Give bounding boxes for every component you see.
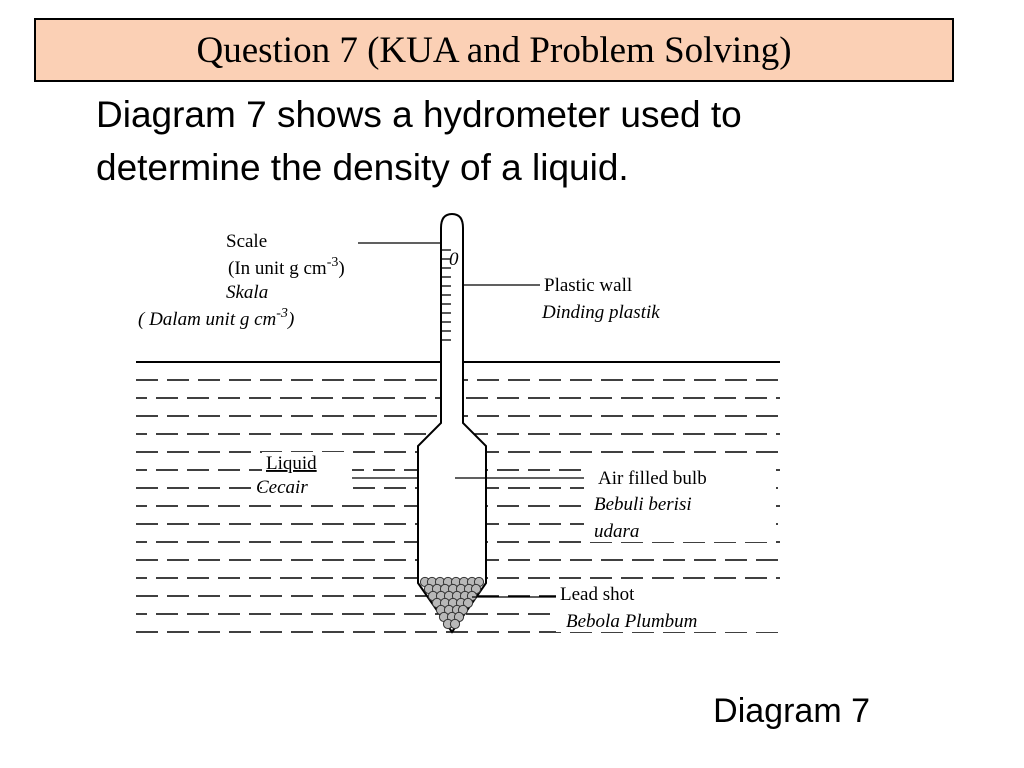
label-plastic-wall: Plastic wall [544,275,632,296]
label-skala: Skala [226,282,268,303]
scale-zero-mark: 0 [449,249,459,270]
intro-line-2: determine the density of a liquid. [96,147,629,188]
label-bebuli-berisi: Bebuli berisi [594,494,692,515]
label-lead-shot: Lead shot [560,584,635,605]
label-bebola-plumbum: Bebola Plumbum [566,611,697,632]
hydrometer-body [417,212,487,634]
label-skala-unit-exp: -3 [276,306,288,321]
lead-shot-ball [449,618,461,630]
label-scale-unit: (In unit g cm-3) [228,255,345,279]
label-cecair: Cecair [256,477,308,498]
label-scale-unit-exp: -3 [327,255,339,270]
label-skala-unit: ( Dalam unit g cm-3) [138,306,294,330]
diagram-caption: Diagram 7 [713,692,870,730]
label-scale: Scale [226,231,267,252]
liquid-label-bg [262,452,352,498]
label-air-filled-bulb: Air filled bulb [598,468,707,489]
label-udara: udara [594,521,639,542]
label-dinding-plastik: Dinding plastik [541,302,660,323]
bulb-label-bg [584,462,776,542]
label-liquid: Liquid [266,453,317,474]
intro-line-1: Diagram 7 shows a hydrometer used to [96,94,742,135]
question-title-box: Question 7 (KUA and Problem Solving) [34,18,954,82]
intro-text: Diagram 7 shows a hydrometer used to det… [96,88,996,194]
lead-shot-label-bg [556,580,796,632]
question-title: Question 7 (KUA and Problem Solving) [196,29,792,71]
scale-ticks [441,249,451,341]
lead-shot-balls [419,576,485,630]
lead-shot-ball [462,597,474,609]
